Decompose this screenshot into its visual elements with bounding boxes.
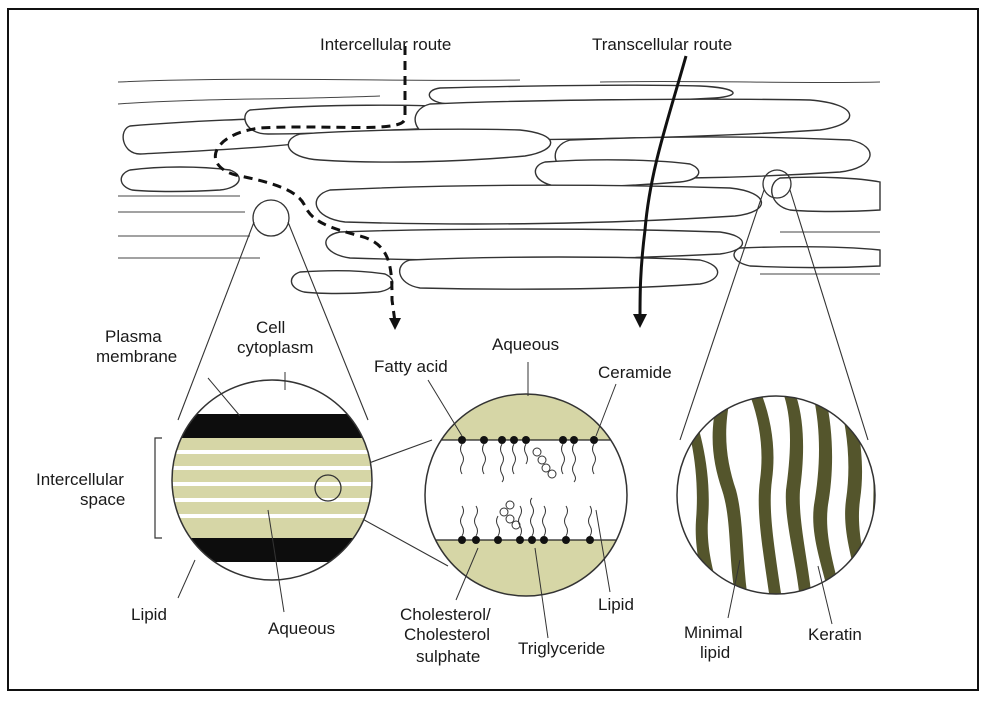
corneocyte	[400, 257, 718, 289]
corneocyte	[734, 247, 880, 268]
corneocyte	[326, 229, 743, 260]
label-minimal-lipid-1: Minimal	[684, 623, 743, 642]
label-aqueous-center: Aqueous	[492, 335, 559, 354]
corneocyte	[288, 129, 550, 162]
label-keratin: Keratin	[808, 625, 862, 644]
corneocyte	[121, 167, 239, 192]
corneocyte	[535, 160, 698, 187]
label-intercellular-space-2: space	[80, 490, 125, 509]
label-cholesterol-1: Cholesterol/	[400, 605, 491, 624]
label-minimal-lipid-2: lipid	[700, 643, 730, 662]
corneocyte	[316, 185, 761, 224]
label-triglyceride: Triglyceride	[518, 639, 605, 658]
label-lipid-center: Lipid	[598, 595, 634, 614]
label-cholesterol-2: Cholesterol	[404, 625, 490, 644]
label-fatty-acid: Fatty acid	[374, 357, 448, 376]
corneocyte	[772, 177, 880, 211]
label-cell-cytoplasm-1: Cell	[256, 318, 285, 337]
label-plasma-membrane-2: membrane	[96, 347, 177, 366]
label-intercellular-space-1: Intercellular	[36, 470, 124, 489]
label-lipid-left: Lipid	[131, 605, 167, 624]
label-cell-cytoplasm-2: cytoplasm	[237, 338, 314, 357]
transcellular-route-label: Transcellular route	[592, 35, 732, 54]
label-cholesterol-3: sulphate	[416, 647, 480, 666]
label-plasma-membrane-1: Plasma	[105, 327, 162, 346]
label-ceramide: Ceramide	[598, 363, 672, 382]
intercellular-route-label: Intercellular route	[320, 35, 451, 54]
label-aqueous-left: Aqueous	[268, 619, 335, 638]
corneocyte	[291, 271, 392, 294]
